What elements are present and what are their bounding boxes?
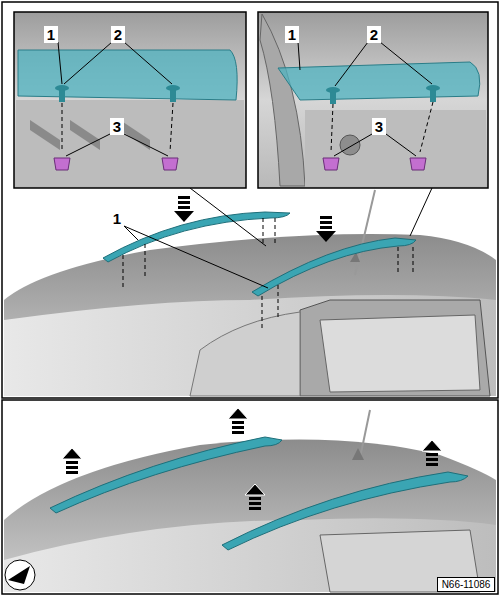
callout-number: 1 [285, 26, 299, 43]
callout-number: 2 [367, 26, 381, 43]
figure-number: N66-11086 [437, 577, 496, 592]
callout-number: 1 [44, 26, 58, 43]
callout-number: 1 [110, 210, 124, 227]
callout-number: 3 [110, 118, 124, 135]
callout-number: 3 [372, 118, 386, 135]
callout-number: 2 [111, 26, 125, 43]
